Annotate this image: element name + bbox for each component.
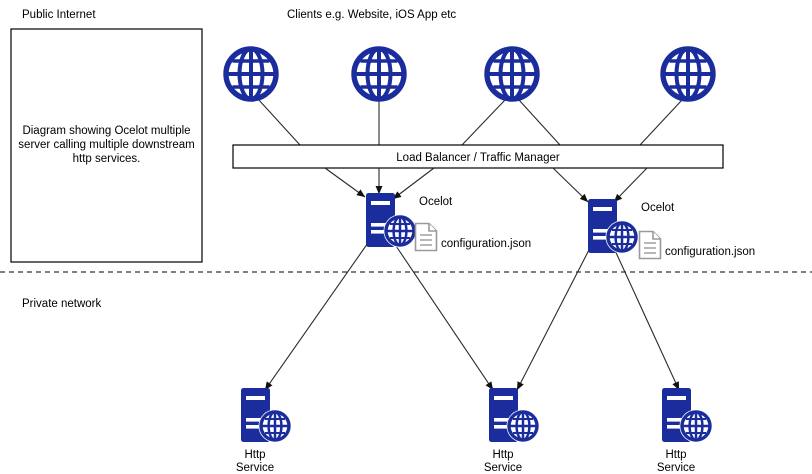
http-service-label-line2: Service	[236, 462, 274, 474]
description-line-3: http services.	[73, 153, 141, 165]
http-service-label-line2: Service	[657, 462, 695, 474]
lb-to-ocelot-connectors	[324, 167, 648, 203]
configuration-file-icon	[414, 222, 438, 252]
load-balancer-box	[232, 144, 724, 169]
globe-icon	[487, 49, 537, 99]
connector-client1-lb	[257, 98, 301, 146]
private-network-label: Private network	[22, 298, 102, 310]
connector-client4-lb	[639, 99, 683, 146]
ocelot-to-service-connectors	[264, 239, 680, 391]
load-balancer-label: Load Balancer / Traffic Manager	[396, 152, 560, 164]
configuration-file-label: configuration.json	[665, 246, 755, 258]
connector-lb-ocelot1-c	[392, 167, 435, 200]
configuration-file-label: configuration.json	[441, 238, 531, 250]
client-connectors	[257, 98, 683, 146]
configuration-file-icon	[638, 230, 662, 260]
description-box	[10, 28, 203, 263]
connector-ocelot2-service3	[612, 245, 680, 391]
description-line-2: server calling multiple downstream	[18, 139, 194, 151]
http-service-label-line1: Http	[244, 449, 265, 461]
http-service-icon	[487, 386, 542, 445]
globe-icon	[354, 49, 404, 99]
http-service-label-line1: Http	[665, 449, 686, 461]
connector-client3-lb-left	[461, 99, 506, 146]
ocelot-server-icon	[586, 197, 641, 256]
http-service-label-line1: Http	[492, 449, 513, 461]
clients-heading: Clients e.g. Website, iOS App etc	[287, 9, 456, 21]
description-line-1: Diagram showing Ocelot multiple	[22, 125, 190, 137]
connector-lb-ocelot1-a	[324, 167, 366, 198]
ocelot-label: Ocelot	[641, 202, 675, 214]
globe-icon	[226, 49, 276, 99]
public-internet-label: Public Internet	[22, 9, 96, 21]
connector-ocelot1-service2	[391, 239, 494, 391]
http-service-icon	[239, 386, 294, 445]
ocelot-server-icon	[364, 191, 419, 250]
ocelot-label: Ocelot	[419, 196, 453, 208]
http-service-label-line2: Service	[484, 462, 522, 474]
connector-ocelot2-service2	[516, 245, 592, 391]
connector-lb-ocelot2-b	[613, 167, 648, 203]
connector-lb-ocelot2-a	[552, 167, 589, 203]
connector-client3-lb-right	[518, 99, 561, 146]
http-service-icon	[660, 386, 715, 445]
connector-ocelot1-service1	[264, 239, 371, 391]
globe-icon	[663, 49, 713, 99]
